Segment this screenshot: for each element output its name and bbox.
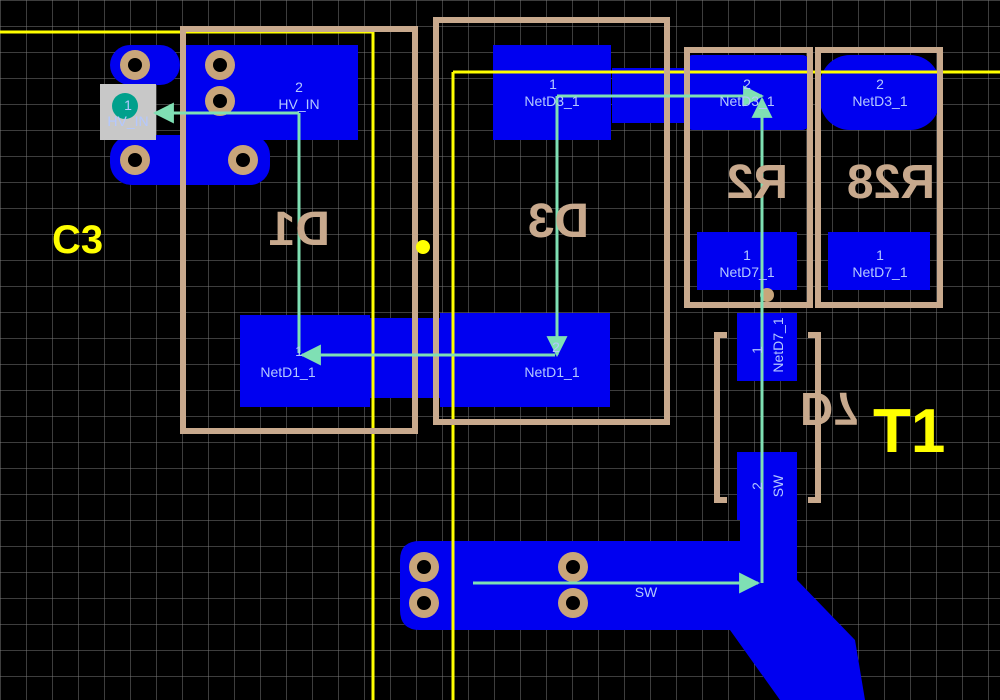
hole-t1-b: [558, 552, 588, 582]
r28-pad-1[interactable]: [828, 232, 930, 290]
d3-pin2-net: NetD1_1: [524, 364, 579, 380]
r28-pin2-net: NetD3_1: [852, 93, 907, 109]
r2-pin1-num: 1: [743, 247, 751, 263]
d7-pin1-net: NetD7_1: [770, 317, 786, 372]
r2-silk-outline: [684, 47, 813, 308]
d1-pin2-num: 2: [295, 79, 303, 95]
hole-c3-a: [120, 50, 150, 80]
c3-pin1-num: 1: [124, 97, 132, 113]
hole-c3-b: [205, 50, 235, 80]
t1-designator: T1: [873, 397, 945, 466]
d7-silk-right: [808, 332, 821, 503]
r2-pin1-net: NetD7_1: [719, 264, 774, 280]
d1-silk-outline: [180, 26, 418, 434]
d3-silk-outline: [433, 17, 670, 425]
sw-copper-pour[interactable]: [400, 520, 865, 700]
r2-pad-1[interactable]: [697, 232, 797, 290]
ratsnest-layer: [152, 85, 773, 594]
c3-designator: C3: [52, 218, 103, 262]
d1-pad-1[interactable]: [240, 315, 370, 407]
d7-pad-1[interactable]: [737, 313, 797, 381]
d3-pin1-num: 1: [549, 76, 557, 92]
d1-pin1-num: 1: [295, 343, 303, 359]
d1-designator: D1: [269, 203, 330, 256]
d3-designator: D3: [528, 195, 589, 248]
sw-net-label: SW: [635, 584, 658, 600]
hole-t1-c: [409, 588, 439, 618]
d7-pad-2[interactable]: [737, 452, 797, 520]
r28-designator: R28: [847, 156, 935, 209]
d3-pin2-num: 2: [552, 339, 560, 355]
d7-pin2-num: 2: [749, 482, 765, 490]
hole-c3-d: [120, 145, 150, 175]
d1-pin2-net: HV_IN: [278, 96, 319, 112]
r2-pin2-net: NetD3_1: [719, 93, 774, 109]
hole-t1-d: [558, 588, 588, 618]
r28-pin1-net: NetD7_1: [852, 264, 907, 280]
d7-silk-left: [714, 332, 727, 503]
d7-pin2-net: SW: [770, 474, 786, 497]
silkscreen-layer: [180, 17, 943, 503]
c3-pin1-via[interactable]: [112, 93, 138, 119]
d7-designator: D7: [800, 383, 859, 435]
hole-t1-a: [409, 552, 439, 582]
drill-holes: [120, 50, 588, 618]
hole-c3-c: [205, 86, 235, 116]
r28-pad-2[interactable]: [820, 55, 940, 130]
r28-pin2-num: 2: [876, 76, 884, 92]
d1-pin1-net: NetD1_1: [260, 364, 315, 380]
d7-pin1-num: 1: [749, 346, 765, 354]
d3-pin1-net: NetD3_1: [524, 93, 579, 109]
r2-designator: R2: [727, 156, 788, 209]
origin-marker: [416, 240, 430, 254]
r2-pin2-num: 2: [743, 76, 751, 92]
d3-pad-2[interactable]: [440, 313, 610, 407]
c3-pin1-net: HV_IN: [107, 113, 148, 129]
r28-pin1-num: 1: [876, 247, 884, 263]
d3-pad-1[interactable]: [493, 45, 611, 140]
r28-silk-outline: [815, 47, 943, 308]
hole-c3-e: [228, 145, 258, 175]
